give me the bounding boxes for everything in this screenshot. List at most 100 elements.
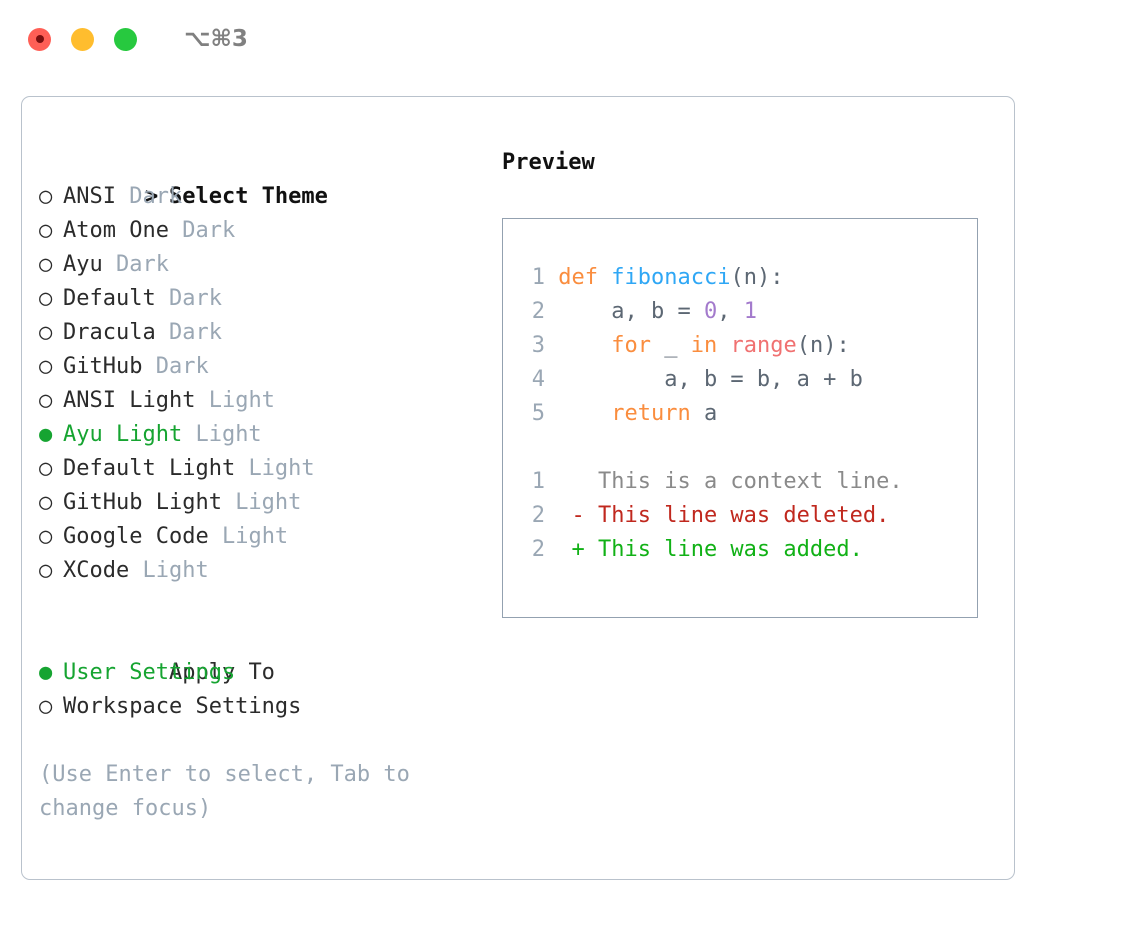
apply-to-label: Workspace Settings [63, 694, 302, 719]
theme-selector-panel: >Select Theme ○ANSI Dark○Atom One Dark○A… [39, 146, 469, 826]
code-token: a, b = b, a + b [558, 367, 863, 392]
theme-list-item[interactable]: ○Default Light Light [39, 452, 469, 486]
code-token: range [730, 333, 797, 358]
theme-variant-label: Light [221, 524, 289, 549]
diff-line: 1 This is a context line. [519, 465, 977, 499]
radio-unselected-icon: ○ [39, 694, 53, 719]
code-line: 1 def fibonacci(n): [519, 261, 977, 295]
radio-unselected-icon: ○ [39, 524, 53, 549]
theme-list-item[interactable]: ○ GitHub Dark [39, 350, 469, 384]
theme-list-item[interactable]: ○GitHub Light Light [39, 486, 469, 520]
content-frame: >Select Theme ○ANSI Dark○Atom One Dark○A… [21, 96, 1015, 880]
theme-variant-label: Dark [155, 354, 209, 379]
radio-unselected-icon: ○ [39, 286, 53, 311]
apply-to-label: User Settings [63, 660, 236, 685]
apply-to-header-label: Apply To [168, 660, 275, 685]
code-token: a, b = [558, 299, 704, 324]
theme-name: Atom One [63, 218, 183, 243]
code-token: (n): [796, 333, 850, 358]
theme-name: Ayu [63, 252, 116, 277]
diff-line-context: This is a context line. [545, 469, 903, 494]
code-diff-spacer [519, 431, 977, 465]
radio-selected-icon: ● [39, 660, 53, 685]
line-number: 2 [531, 299, 545, 324]
caret-icon: > [144, 184, 159, 209]
theme-variant-label: Light [248, 456, 315, 481]
radio-unselected-icon: ○ [39, 184, 53, 209]
close-button[interactable] [28, 27, 51, 51]
code-token: return [558, 401, 704, 426]
theme-variant-label: Dark [182, 218, 236, 243]
diff-line-deleted: - This line was deleted. [545, 503, 890, 528]
line-number: 2 [531, 503, 545, 528]
code-token: for [558, 333, 665, 358]
radio-unselected-icon: ○ [39, 320, 53, 345]
section-spacer [39, 588, 469, 622]
code-token: fibonacci [611, 265, 731, 290]
diff-line: 2 - This line was deleted. [519, 499, 977, 533]
theme-list-item[interactable]: ○ ANSI Light Light [39, 384, 469, 418]
code-token: 1 [743, 299, 757, 324]
line-number: 1 [531, 265, 545, 290]
theme-list-item[interactable]: ●Ayu Light Light [39, 418, 469, 452]
preview-title: Preview [502, 150, 595, 175]
window-title: ⌥⌘3 [184, 26, 248, 52]
theme-variant-label: Dark [168, 286, 222, 311]
apply-to-item[interactable]: ○ Workspace Settings [39, 690, 469, 724]
maximize-button[interactable] [114, 27, 137, 51]
theme-name: Default [63, 286, 169, 311]
line-number: 5 [531, 401, 545, 426]
diff-sample: 1 This is a context line.2 - This line w… [519, 465, 977, 567]
radio-unselected-icon: ○ [39, 456, 53, 481]
theme-list-item[interactable]: ○ Atom One Dark [39, 214, 469, 248]
theme-variant-label: Light [142, 558, 209, 583]
theme-list-item[interactable]: ○XCode Light [39, 554, 469, 588]
theme-name: XCode [63, 558, 143, 583]
apply-to-list: ● User Settings ○ Workspace Settings [39, 656, 469, 724]
theme-list-item[interactable]: ○ Ayu Dark [39, 248, 469, 282]
code-line: 3 for _ in range(n): [519, 329, 977, 363]
traffic-light-buttons [28, 27, 137, 51]
code-line: 4 a, b = b, a + b [519, 363, 977, 397]
theme-variant-label: Dark [115, 252, 169, 277]
line-number: 2 [531, 537, 545, 562]
theme-name: GitHub [63, 354, 156, 379]
diff-line: 2 + This line was added. [519, 533, 977, 567]
radio-unselected-icon: ○ [39, 252, 53, 277]
code-token: 0 [703, 299, 718, 324]
code-token: in [690, 333, 731, 358]
radio-unselected-icon: ○ [39, 354, 53, 379]
theme-name: Google Code [63, 524, 222, 549]
title-bar: ⌥⌘3 [0, 0, 1140, 78]
line-number: 1 [531, 469, 545, 494]
theme-variant-label: Dark [168, 320, 222, 345]
code-token: a [703, 401, 718, 426]
theme-variant-label: Dark [129, 184, 183, 209]
code-token: , [717, 299, 744, 324]
minimize-button[interactable] [71, 27, 94, 51]
preview-panel: Preview 1 def fibonacci(n):2 a, b = 0, 1… [502, 146, 992, 618]
theme-variant-label: Light [208, 388, 275, 413]
code-token: _ [664, 333, 691, 358]
theme-list-item[interactable]: ○ANSI Dark [39, 180, 469, 214]
keyboard-hint: (Use Enter to select, Tab to change focu… [39, 762, 424, 821]
radio-unselected-icon: ○ [39, 218, 53, 243]
theme-list-item[interactable]: ○ Google Code Light [39, 520, 469, 554]
theme-name: GitHub Light [63, 490, 236, 515]
theme-name: ANSI Light [63, 388, 209, 413]
theme-list: ○ANSI Dark○Atom One Dark○Ayu Dark○Defaul… [39, 180, 469, 588]
line-number: 3 [531, 333, 545, 358]
diff-line-added: + This line was added. [545, 537, 863, 562]
select-theme-header-label: Select Theme [168, 184, 328, 209]
code-token: (n): [730, 265, 784, 290]
radio-unselected-icon: ○ [39, 388, 53, 413]
line-number: 4 [531, 367, 545, 392]
theme-list-item[interactable]: ○ Default Dark [39, 282, 469, 316]
theme-name: Ayu Light [63, 422, 196, 447]
code-token: def [558, 265, 612, 290]
theme-list-item[interactable]: ○Dracula Dark [39, 316, 469, 350]
apply-to-item[interactable]: ● User Settings [39, 656, 469, 690]
